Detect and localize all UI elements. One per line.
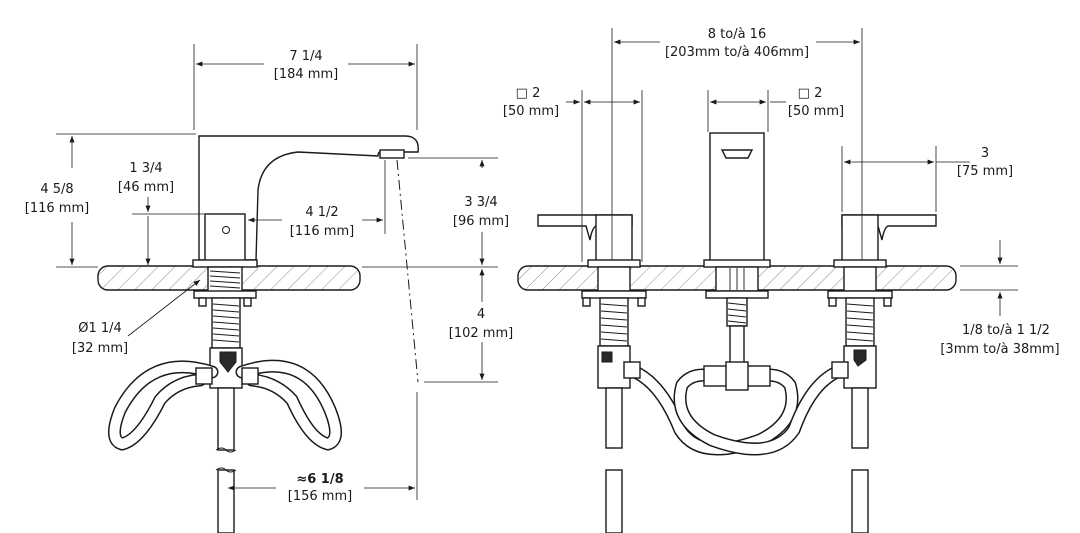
left-handle-body xyxy=(595,214,633,262)
hole-diameter-imperial: Ø1 1/4 xyxy=(78,321,122,336)
handle-square-metric: [50 mm] xyxy=(503,104,559,119)
centers-metric: [203mm to/à 406mm] xyxy=(665,45,809,60)
handle-square-imperial: □ 2 xyxy=(516,86,541,101)
tee-center xyxy=(725,361,749,391)
side-hose-left-inner xyxy=(109,361,217,449)
side-faucet-body xyxy=(198,135,419,261)
front-hose-right-inner xyxy=(675,365,847,454)
left-base-plate xyxy=(587,259,641,268)
spout-reach-metric: [116 mm] xyxy=(290,224,354,239)
side-nut-bolt-left xyxy=(198,297,207,307)
side-mounting-nut xyxy=(193,290,257,299)
front-view-dimensions xyxy=(566,28,1018,316)
below-deck-metric: [102 mm] xyxy=(449,326,513,341)
hose-spread-imperial: ≈6 1/8 xyxy=(296,472,343,487)
side-shank-threads xyxy=(209,270,241,289)
right-valve-mark xyxy=(853,349,867,367)
front-view xyxy=(517,132,957,533)
right-nut-bolt-b xyxy=(883,297,892,307)
right-rod-threads xyxy=(846,303,874,342)
front-view-labels: 8 to/à 16 [203mm to/à 406mm] □ 2 [50 mm]… xyxy=(503,27,1060,357)
spout-clearance-metric: [96 mm] xyxy=(453,214,509,229)
handle-length-metric: [75 mm] xyxy=(957,164,1013,179)
spout-length-metric: [184 mm] xyxy=(274,67,338,82)
side-base-plate xyxy=(192,259,258,268)
spout-shank-threads xyxy=(729,268,745,290)
left-mounting-nut xyxy=(581,290,647,299)
right-supply-lower xyxy=(851,469,869,533)
left-nut-bolt-a xyxy=(582,297,591,307)
overall-height-imperial: 4 5/8 xyxy=(40,182,73,197)
side-handle xyxy=(204,213,246,263)
centers-imperial: 8 to/à 16 xyxy=(708,27,766,42)
right-nut-bolt-a xyxy=(828,297,837,307)
deck-thickness-metric: [3mm to/à 38mm] xyxy=(940,342,1059,357)
side-view-dimensions xyxy=(56,44,498,500)
side-supply-break-top xyxy=(215,447,237,453)
side-supply-line-upper xyxy=(217,387,235,451)
side-view-labels: 7 1/4 [184 mm] 4 5/8 [116 mm] 1 3/4 [46 … xyxy=(25,49,513,504)
hose-spread-metric: [156 mm] xyxy=(288,489,352,504)
left-hose-fitting xyxy=(623,361,641,379)
spout-square-metric: [50 mm] xyxy=(788,104,844,119)
right-shank xyxy=(843,266,877,292)
spout-reach-imperial: 4 1/2 xyxy=(305,205,338,220)
side-fitting-left xyxy=(195,367,213,385)
deck-thickness-imperial: 1/8 to/à 1 1/2 xyxy=(962,323,1050,338)
spout-base-plate xyxy=(703,259,771,268)
water-stream-line xyxy=(396,159,419,383)
side-fitting-right xyxy=(241,367,259,385)
overall-height-metric: [116 mm] xyxy=(25,201,89,216)
side-hose-right-inner xyxy=(237,361,341,449)
handle-length-imperial: 3 xyxy=(981,146,989,161)
left-supply-upper xyxy=(605,387,623,449)
right-handle-body xyxy=(841,214,879,262)
spout-square-imperial: □ 2 xyxy=(798,86,823,101)
left-shank xyxy=(597,266,631,292)
spout-clearance-imperial: 3 3/4 xyxy=(464,195,497,210)
side-rod-threads xyxy=(212,303,240,343)
left-nut-bolt-b xyxy=(637,297,646,307)
handle-indicator-icon xyxy=(222,226,230,234)
below-deck-imperial: 4 xyxy=(477,307,485,322)
side-nut-bolt-right xyxy=(243,297,252,307)
side-valve-mark xyxy=(219,351,237,373)
side-view xyxy=(97,135,419,533)
side-aerator xyxy=(379,149,405,159)
spout-rod-threads xyxy=(727,302,747,324)
spout-tee-stem xyxy=(729,325,745,367)
right-supply-upper xyxy=(851,387,869,449)
spout-length-imperial: 7 1/4 xyxy=(289,49,322,64)
right-hose-fitting xyxy=(831,361,849,379)
left-valve-mark xyxy=(601,351,613,363)
hole-diameter-metric: [32 mm] xyxy=(72,341,128,356)
handle-height-metric: [46 mm] xyxy=(118,180,174,195)
spout-mounting-nut xyxy=(705,290,769,299)
side-supply-line-lower xyxy=(217,469,235,533)
left-rod-threads xyxy=(600,303,628,342)
right-mounting-nut xyxy=(827,290,893,299)
front-aerator xyxy=(720,149,754,159)
front-hose-left-inner xyxy=(625,365,797,454)
right-base-plate xyxy=(833,259,887,268)
handle-height-imperial: 1 3/4 xyxy=(129,161,162,176)
left-supply-lower xyxy=(605,469,623,533)
side-supply-break-bottom xyxy=(215,467,237,473)
